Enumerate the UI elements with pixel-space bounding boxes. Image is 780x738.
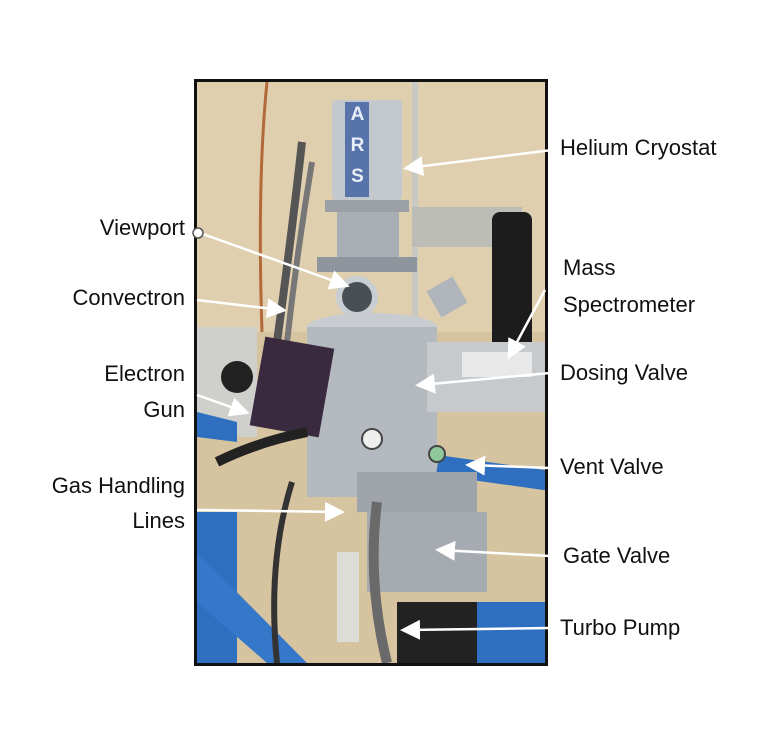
apparatus-photo: ARS: [194, 79, 548, 666]
label-gas-handling-line1: Gas Handling: [51, 473, 185, 498]
label-vent-valve: Vent Valve: [560, 454, 664, 479]
label-mass-spectrometer-line1: Mass: [563, 255, 616, 280]
ars-logo: ARS: [347, 104, 368, 197]
label-electron-gun-line2: Gun: [143, 397, 185, 422]
apparatus-illustration: [197, 82, 545, 663]
label-viewport: Viewport: [99, 215, 185, 240]
label-helium-cryostat: Helium Cryostat: [560, 135, 717, 160]
label-dosing-valve: Dosing Valve: [560, 360, 688, 385]
label-gas-handling-line2: Lines: [132, 508, 185, 533]
label-turbo-pump: Turbo Pump: [560, 615, 681, 640]
label-gate-valve: Gate Valve: [563, 543, 671, 568]
label-convectron: Convectron: [72, 285, 185, 310]
label-mass-spectrometer-line2: Spectrometer: [563, 292, 696, 317]
label-electron-gun-line1: Electron: [104, 361, 185, 386]
